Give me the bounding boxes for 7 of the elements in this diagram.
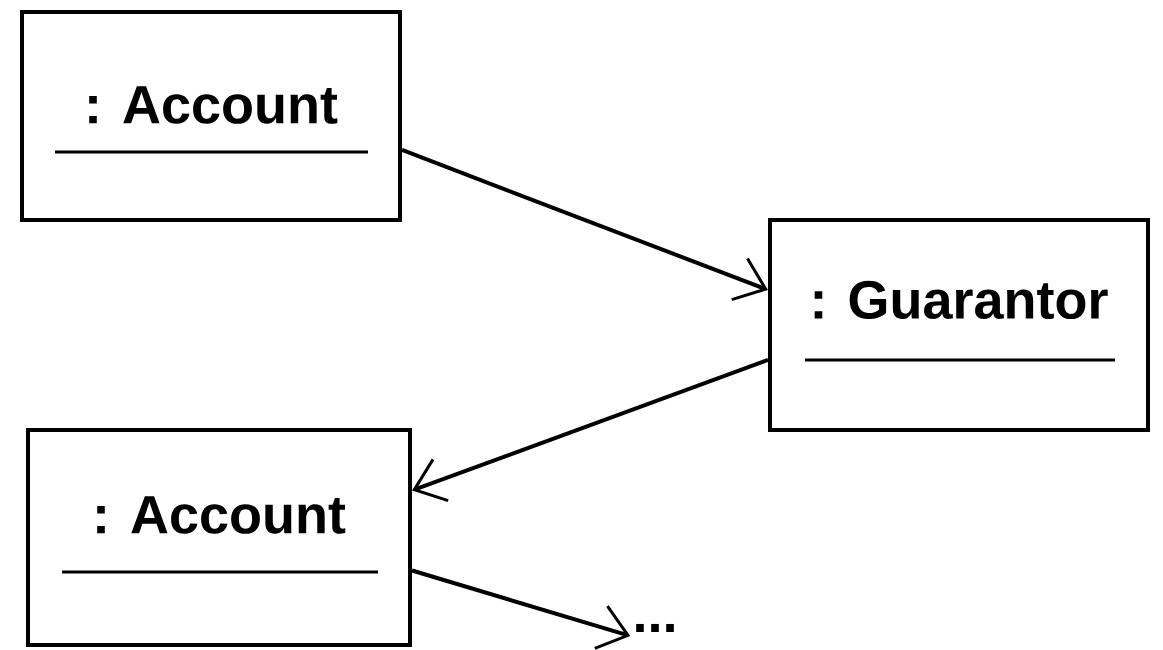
- object-box: : Account: [20, 10, 402, 222]
- arrow: [411, 568, 631, 650]
- ellipsis-text: ...: [636, 623, 674, 632]
- object-box: : Account: [26, 428, 412, 647]
- arrow: [401, 148, 768, 302]
- arrow: [412, 358, 769, 503]
- object-box: : Guarantor: [768, 218, 1150, 432]
